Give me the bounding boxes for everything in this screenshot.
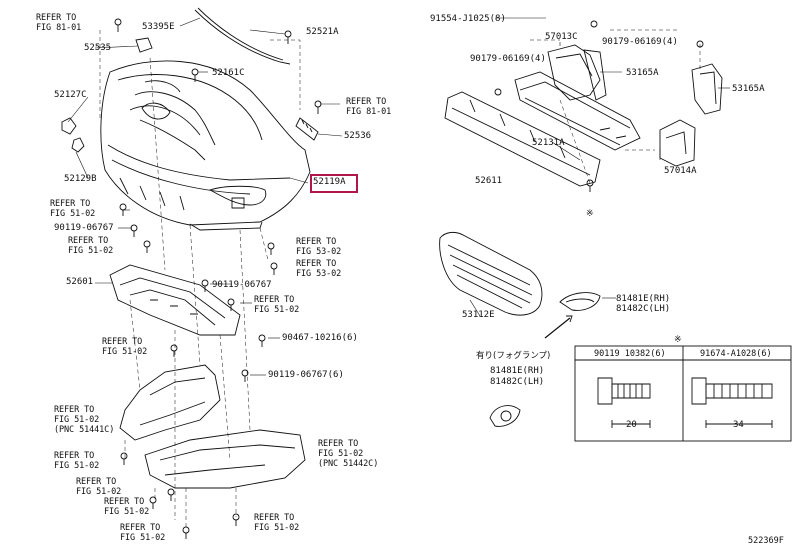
ref-fig53-b-line2[interactable]: FIG 53-02 xyxy=(296,269,342,279)
front-bumper-cover xyxy=(100,60,311,231)
bumper-reinforcement xyxy=(514,71,641,151)
ref-fig51-h-line2[interactable]: FIG 51-02 xyxy=(120,533,166,543)
ref-fig51-d-line2[interactable]: FIG 51-02 xyxy=(102,347,148,357)
bumper-clips xyxy=(61,7,319,153)
dashed-guide-lines xyxy=(99,29,701,530)
star-mark-1: ※ xyxy=(586,209,594,219)
ref-fig51-c-line1[interactable]: REFER TO xyxy=(254,295,295,305)
ref-fig51-e-line2[interactable]: FIG 51-02 xyxy=(54,461,100,471)
part-53395e[interactable]: 53395E xyxy=(142,22,175,32)
ref-fig51-i-line1[interactable]: REFER TO xyxy=(254,513,295,523)
ref-fig81-top-line2[interactable]: FIG 81-01 xyxy=(36,23,82,33)
part-52521a[interactable]: 52521A xyxy=(306,27,339,37)
bolt2-header[interactable]: 91674-A1028(6) xyxy=(700,349,772,359)
part-90119-06767-b[interactable]: 90119-06767 xyxy=(212,280,272,290)
part-52535[interactable]: 52535 xyxy=(84,43,112,53)
part-52536[interactable]: 52536 xyxy=(344,131,372,141)
part-90179-06169-a[interactable]: 90179-06169(4) xyxy=(602,37,678,47)
part-81482c-a[interactable]: 81482C(LH) xyxy=(616,304,671,314)
part-53165a-left[interactable]: 53165A xyxy=(626,68,659,78)
part-57014a[interactable]: 57014A xyxy=(664,166,697,176)
part-90467-10216[interactable]: 90467-10216(6) xyxy=(282,333,358,343)
ref-fig51-a-line2[interactable]: FIG 51-02 xyxy=(50,209,96,219)
ref-fig51-f-line2[interactable]: FIG 51-02 xyxy=(76,487,122,497)
leader-lines xyxy=(67,17,730,376)
figure-code: 522369F xyxy=(748,536,784,546)
ref-fig51-a-line1[interactable]: REFER TO xyxy=(50,199,91,209)
ref-fig53-a-line2[interactable]: FIG 53-02 xyxy=(296,247,342,257)
part-90119-06767[interactable]: 90119-06767 xyxy=(54,223,114,233)
part-52161c[interactable]: 52161C xyxy=(212,68,245,78)
part-52131a[interactable]: 52131A xyxy=(532,138,565,148)
part-52119a[interactable]: 52119A xyxy=(313,177,346,187)
star-mark-2: ※ xyxy=(674,335,682,345)
ref-fig51-i-line2[interactable]: FIG 51-02 xyxy=(254,523,300,533)
ref-fig51-pnc2-line3[interactable]: (PNC 51442C) xyxy=(318,459,379,469)
part-81481e-b[interactable]: 81481E(RH) xyxy=(490,366,545,376)
ref-fig51-pnc2-line2[interactable]: FIG 51-02 xyxy=(318,449,364,459)
part-53112e[interactable]: 53112E xyxy=(462,310,495,320)
part-52611[interactable]: 52611 xyxy=(475,176,503,186)
bolt-detail-table xyxy=(574,345,792,442)
part-52129b[interactable]: 52129B xyxy=(64,174,97,184)
ref-fig51-g-line2[interactable]: FIG 51-02 xyxy=(104,507,150,517)
part-52601[interactable]: 52601 xyxy=(66,277,94,287)
bolt1-dimension: 20 xyxy=(626,420,637,430)
ref-fig53-b-line1[interactable]: REFER TO xyxy=(296,259,337,269)
under-cover xyxy=(109,264,241,336)
radiator-grille xyxy=(439,231,543,316)
part-53165a-right[interactable]: 53165A xyxy=(732,84,765,94)
energy-absorber xyxy=(444,91,601,187)
part-57013c[interactable]: 57013C xyxy=(545,32,578,42)
fog-lamp-note: 有り(フォグランプ) xyxy=(476,351,551,361)
ref-fig51-b-line2[interactable]: FIG 51-02 xyxy=(68,246,114,256)
part-52127c[interactable]: 52127C xyxy=(54,90,87,100)
bolt1-header[interactable]: 90119 10382(6) xyxy=(594,349,666,359)
ref-fig51-pnc1-line1[interactable]: REFER TO xyxy=(54,405,95,415)
ref-fig51-d-line1[interactable]: REFER TO xyxy=(102,337,143,347)
ref-fig51-g-line1[interactable]: REFER TO xyxy=(104,497,145,507)
ref-fig51-f-line1[interactable]: REFER TO xyxy=(76,477,117,487)
ref-fig51-pnc2-line1[interactable]: REFER TO xyxy=(318,439,359,449)
ref-fig51-b-line1[interactable]: REFER TO xyxy=(68,236,109,246)
ref-fig51-h-line1[interactable]: REFER TO xyxy=(120,523,161,533)
highlight-52119a xyxy=(310,174,358,193)
engine-under-covers xyxy=(119,364,306,489)
ref-fig51-pnc1-line3[interactable]: (PNC 51441C) xyxy=(54,425,115,435)
ref-fig81-right-line2[interactable]: FIG 81-01 xyxy=(346,107,392,117)
ref-fig51-e-line1[interactable]: REFER TO xyxy=(54,451,95,461)
fasteners xyxy=(114,18,704,539)
part-90179-06169-b[interactable]: 90179-06169(4) xyxy=(470,54,546,64)
fog-lamp-bezels xyxy=(489,292,601,427)
ref-fig81-top-line1[interactable]: REFER TO xyxy=(36,13,77,23)
part-90119-06767-c[interactable]: 90119-06767(6) xyxy=(268,370,344,380)
part-91554-j1025[interactable]: 91554-J1025(8) xyxy=(430,14,506,24)
bumper-brackets xyxy=(547,44,723,115)
part-81481e-a[interactable]: 81481E(RH) xyxy=(616,294,671,304)
ref-fig53-a-line1[interactable]: REFER TO xyxy=(296,237,337,247)
part-81482c-b[interactable]: 81482C(LH) xyxy=(490,377,545,387)
bolt2-dimension: 34 xyxy=(733,420,744,430)
ref-fig81-right-line1[interactable]: REFER TO xyxy=(346,97,387,107)
ref-fig51-pnc1-line2[interactable]: FIG 51-02 xyxy=(54,415,100,425)
side-bracket xyxy=(659,119,696,167)
ref-fig51-c-line2[interactable]: FIG 51-02 xyxy=(254,305,300,315)
